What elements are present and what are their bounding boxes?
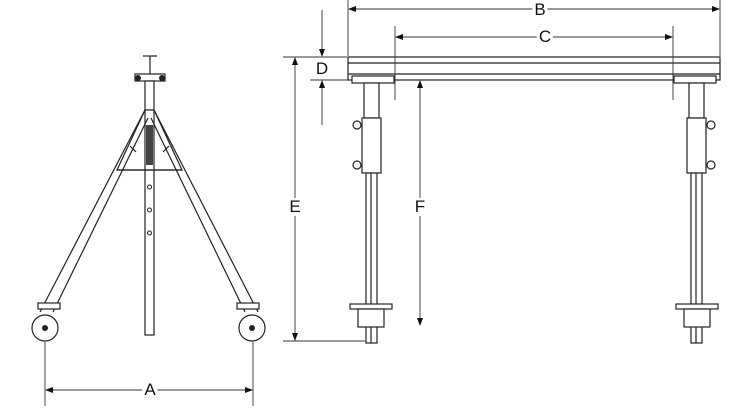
trolley-top bbox=[134, 55, 166, 82]
dimension-c bbox=[394, 26, 674, 100]
side-view bbox=[31, 55, 266, 406]
mast-holes bbox=[147, 184, 152, 236]
dimension-label-a: A bbox=[142, 380, 158, 399]
beam bbox=[347, 56, 721, 84]
front-view bbox=[283, 0, 721, 344]
dimension-label-b: B bbox=[532, 0, 548, 19]
dimension-d bbox=[310, 10, 348, 125]
left-leg bbox=[349, 82, 393, 344]
right-leg bbox=[675, 82, 719, 344]
dimension-label-d: D bbox=[313, 59, 331, 78]
dimension-label-c: C bbox=[536, 27, 554, 46]
caster-wheels bbox=[31, 302, 266, 342]
legs bbox=[39, 109, 259, 313]
dimension-label-e: E bbox=[287, 197, 303, 216]
dimension-label-f: F bbox=[412, 197, 428, 216]
